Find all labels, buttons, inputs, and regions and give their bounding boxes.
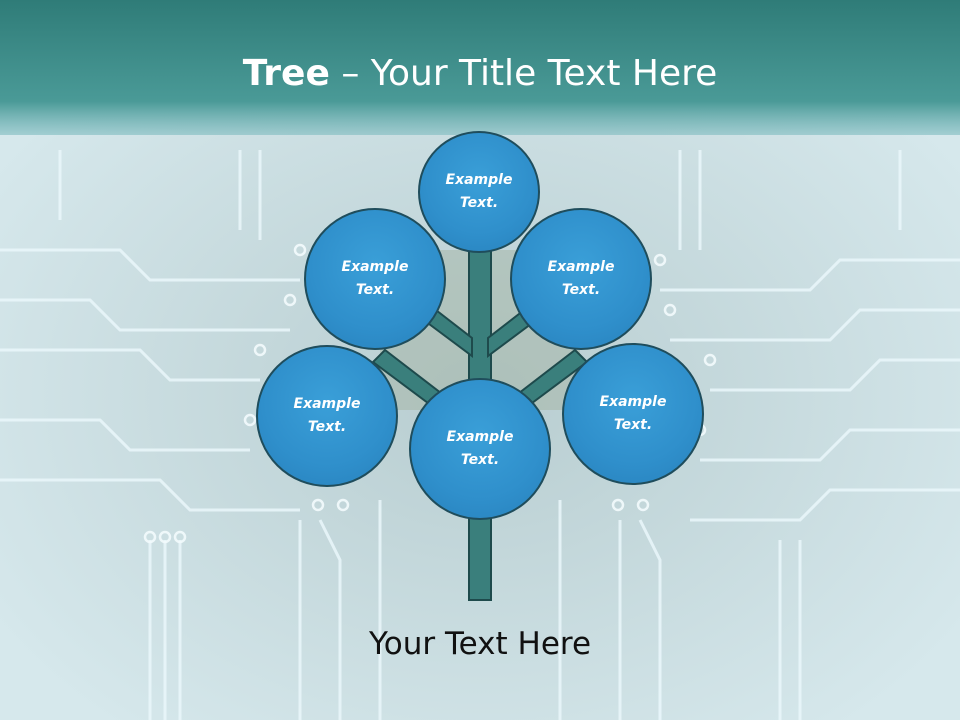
tree-node-top: Example Text. xyxy=(418,131,540,253)
tree-node-center: Example Text. xyxy=(409,378,551,520)
tree-node-label: Example Text. xyxy=(341,259,409,298)
tree-node-label: Example Text. xyxy=(445,172,513,211)
tree-node-label: Example Text. xyxy=(599,394,667,433)
tree-node-label: Example Text. xyxy=(547,259,615,298)
footer-text: Your Text Here xyxy=(368,626,592,662)
tree-node-upper-left: Example Text. xyxy=(304,208,446,350)
tree-node-right: Example Text. xyxy=(562,343,704,485)
tree-node-left: Example Text. xyxy=(256,345,398,487)
tree-node-label: Example Text. xyxy=(293,396,361,435)
title-text: Your Title Text Here xyxy=(370,53,718,94)
tree-node-upper-right: Example Text. xyxy=(510,208,652,350)
title-bold: Tree xyxy=(242,53,330,94)
title-separator: – xyxy=(329,53,371,94)
page-title: Tree – Your Title Text Here xyxy=(0,52,960,96)
tree-node-label: Example Text. xyxy=(446,429,514,468)
